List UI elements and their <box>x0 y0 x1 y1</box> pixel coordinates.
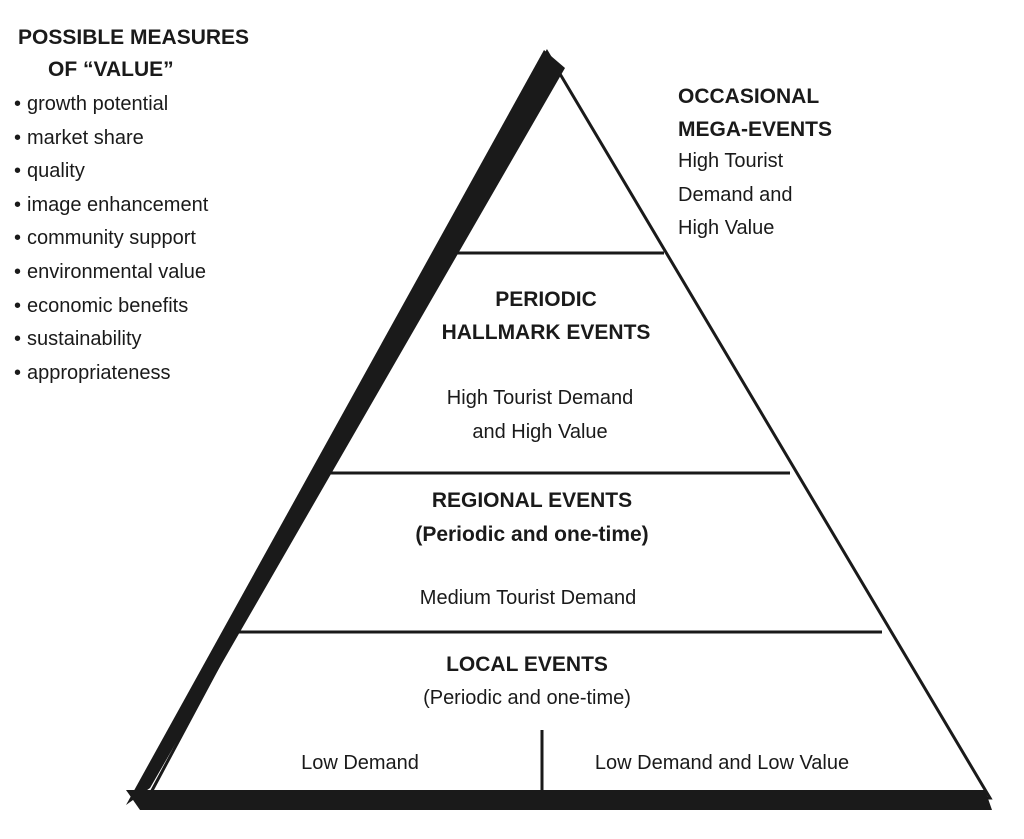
list-item: sustainability <box>14 323 208 357</box>
mega-events-desc-line1: High Tourist <box>678 150 784 172</box>
mega-events-desc-line3: High Value <box>678 217 775 239</box>
regional-events-title: REGIONAL EVENTS (Periodic and one-time) <box>415 484 648 552</box>
list-item: appropriateness <box>14 357 208 391</box>
mega-events-title: OCCASIONAL MEGA-EVENTS <box>678 80 832 146</box>
list-item: market share <box>14 122 208 156</box>
hallmark-events-desc-line1: High Tourist Demand <box>446 387 634 409</box>
pyramid-base-shadow <box>126 790 992 810</box>
mega-events-title-line2: MEGA-EVENTS <box>678 118 833 141</box>
list-item: growth potential <box>14 88 208 122</box>
hallmark-events-desc-line2: and High Value <box>472 421 608 443</box>
mega-events-desc-line2: Demand and <box>678 183 793 206</box>
local-events-right-label: Low Demand and Low Value <box>594 752 850 774</box>
hallmark-events-description: High Tourist Demand and High Value <box>447 381 633 449</box>
mega-events-title-line1: OCCASIONAL <box>678 85 820 108</box>
measures-heading-line2: OF “VALUE” <box>48 58 174 81</box>
hallmark-events-title: PERIODIC HALLMARK EVENTS <box>442 283 651 349</box>
measures-heading-line1: POSSIBLE MEASURES <box>18 26 250 49</box>
hallmark-events-title-line1: PERIODIC <box>495 288 597 311</box>
measures-list: growth potential market share quality im… <box>14 88 208 390</box>
regional-events-title-line1: REGIONAL EVENTS <box>431 489 633 512</box>
local-events-subtitle: (Periodic and one-time) <box>423 687 631 709</box>
hallmark-events-title-line2: HALLMARK EVENTS <box>441 321 651 344</box>
local-events-title: LOCAL EVENTS <box>446 653 608 676</box>
regional-events-title-line2: (Periodic and one-time) <box>415 523 649 546</box>
local-events-left-label: Low Demand <box>301 752 419 774</box>
list-item: quality <box>14 155 208 189</box>
measures-heading: POSSIBLE MEASURES OF “VALUE” <box>18 22 249 86</box>
list-item: environmental value <box>14 256 208 290</box>
mega-events-description: High Tourist Demand and High Value <box>678 145 793 246</box>
list-item: community support <box>14 222 208 256</box>
list-item: image enhancement <box>14 189 208 223</box>
list-item: economic benefits <box>14 290 208 324</box>
regional-events-description: Medium Tourist Demand <box>419 587 637 609</box>
pyramid-left-edge-shadow <box>126 50 565 805</box>
